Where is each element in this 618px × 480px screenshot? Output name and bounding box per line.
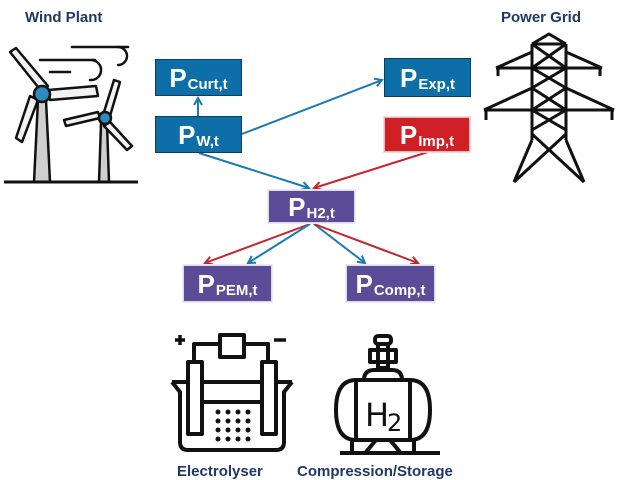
- node-p-wind-sub: W,t: [196, 133, 219, 150]
- node-p-h2-sub: H2,t: [306, 205, 335, 222]
- node-p-imp-sub: Imp,t: [418, 133, 455, 150]
- bubbles: [215, 409, 251, 442]
- arrow-wind-to-h2: [198, 152, 309, 188]
- hydrogen-tank-icon: H 2: [334, 334, 440, 455]
- wind-plant-title: Wind Plant: [25, 9, 103, 26]
- transmission-tower-icon: [483, 32, 615, 184]
- arrow-h2-to-comp-grid: [313, 223, 418, 263]
- node-p-imp-main: P: [399, 119, 418, 150]
- node-p-comp-sub: Comp,t: [373, 282, 426, 299]
- power-grid-title: Power Grid: [501, 9, 582, 26]
- electrolyser-label: Electrolyser: [177, 463, 263, 480]
- arrow-h2-to-comp-wind: [313, 223, 365, 263]
- arrow-wind-to-exp: [241, 80, 382, 135]
- arrow-imp-to-h2: [314, 151, 429, 188]
- wind-turbine-icon: [4, 45, 138, 184]
- node-p-h2-main: P: [288, 191, 306, 222]
- arrow-h2-to-pem-wind: [248, 223, 311, 263]
- arrow-h2-to-pem-grid: [205, 223, 311, 263]
- node-p-comp-main: P: [355, 268, 373, 299]
- node-p-exp-main: P: [399, 62, 418, 93]
- tank-h-text: H: [365, 396, 389, 434]
- node-p-curt-main: P: [169, 62, 187, 93]
- node-p-curt-sub: Curt,t: [187, 76, 228, 93]
- electrolyser-icon: [170, 333, 294, 452]
- tank-2-text: 2: [387, 409, 402, 437]
- node-p-pem-main: P: [197, 268, 215, 299]
- node-p-pem-sub: PEM,t: [215, 282, 258, 299]
- node-p-exp-sub: Exp,t: [418, 76, 456, 93]
- compression-storage-label: Compression/Storage: [297, 463, 453, 480]
- node-p-wind-main: P: [178, 119, 196, 150]
